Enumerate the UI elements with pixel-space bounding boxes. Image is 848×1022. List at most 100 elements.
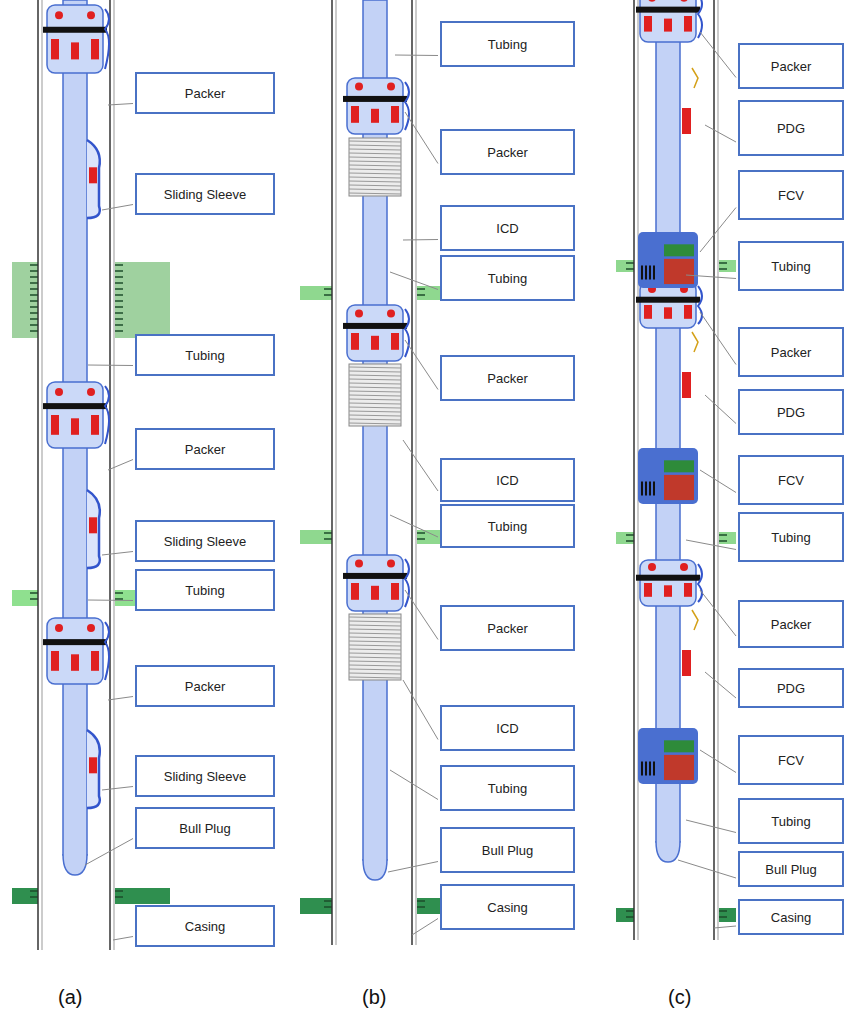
perforation: [115, 888, 170, 904]
sliding-sleeve: [87, 490, 100, 568]
part-name: Tubing: [185, 583, 224, 598]
leader-line: [686, 540, 736, 550]
leader-line: [700, 32, 736, 78]
sliding-sleeve: [87, 730, 100, 808]
perforation: [616, 260, 634, 272]
leader-line: [405, 590, 438, 640]
icd-screen: [349, 614, 401, 680]
part-name: ICD: [496, 473, 518, 488]
casing-wall: [331, 0, 333, 945]
part-name: Packer: [487, 621, 527, 636]
leader-line: [388, 862, 438, 873]
label-box: Bull Plug: [135, 807, 275, 849]
leader-line: [108, 460, 133, 471]
label-box: Packer: [135, 72, 275, 114]
label-box: Packer: [440, 129, 575, 175]
packer: [636, 282, 702, 328]
leader-line: [405, 112, 438, 164]
part-name: PDG: [777, 681, 805, 696]
flow-control-valve: [638, 448, 698, 504]
label-box: FCV: [738, 455, 844, 505]
label-box: Packer: [135, 428, 275, 470]
leader-line: [88, 600, 133, 602]
label-box: Packer: [440, 355, 575, 401]
leader-line: [412, 919, 438, 936]
label-box: Sliding Sleeve: [135, 755, 275, 797]
leader-line: [705, 395, 736, 424]
bull-plug: [363, 859, 387, 880]
leader-line: [686, 275, 736, 279]
perforation: [417, 898, 440, 914]
packer: [43, 618, 109, 684]
part-name: Packer: [185, 679, 225, 694]
label-box: FCV: [738, 735, 844, 785]
part-name: Tubing: [488, 519, 527, 534]
label-box: Tubing: [738, 798, 844, 844]
label-box: Packer: [135, 665, 275, 707]
label-box: Tubing: [738, 241, 844, 291]
part-name: Packer: [771, 59, 811, 74]
part-name: Casing: [771, 910, 811, 925]
part-name: Packer: [771, 345, 811, 360]
perforation: [300, 286, 332, 300]
part-name: Sliding Sleeve: [164, 769, 246, 784]
leader-line: [403, 680, 438, 740]
leader-line: [403, 440, 438, 491]
part-name: PDG: [777, 405, 805, 420]
part-name: Sliding Sleeve: [164, 187, 246, 202]
leader-line: [108, 104, 133, 106]
sliding-sleeve: [87, 140, 100, 218]
packer: [43, 382, 109, 448]
icd-screen: [349, 364, 401, 426]
label-box: Bull Plug: [440, 827, 575, 873]
label-box: Packer: [738, 600, 844, 648]
leader-line: [700, 470, 736, 493]
packer: [343, 555, 409, 611]
leader-line: [113, 937, 133, 941]
tubing: [656, 0, 680, 842]
label-box: Bull Plug: [738, 851, 844, 887]
part-name: Packer: [487, 145, 527, 160]
leader-line: [678, 860, 736, 878]
packer: [343, 305, 409, 361]
perforation: [719, 532, 736, 544]
label-box: Tubing: [440, 765, 575, 811]
label-box: PDG: [738, 668, 844, 708]
pressure-gauge: [682, 372, 691, 398]
well-schematic: [300, 0, 440, 945]
part-name: Tubing: [488, 271, 527, 286]
leader-line: [85, 839, 133, 866]
part-name: ICD: [496, 721, 518, 736]
leader-line: [102, 787, 133, 791]
part-name: ICD: [496, 221, 518, 236]
pressure-gauge: [682, 650, 691, 676]
part-name: Casing: [185, 919, 225, 934]
part-name: Casing: [487, 900, 527, 915]
packer: [43, 5, 109, 73]
part-name: Tubing: [185, 348, 224, 363]
label-box: Casing: [440, 884, 575, 930]
casing-wall: [37, 0, 39, 950]
leader-line: [390, 515, 438, 537]
label-box: Packer: [738, 43, 844, 89]
label-box: Tubing: [440, 21, 575, 67]
part-name: Bull Plug: [765, 862, 816, 877]
perforation: [115, 262, 170, 338]
leader-line: [705, 125, 736, 142]
label-box: Tubing: [135, 569, 275, 611]
label-box: Tubing: [440, 255, 575, 301]
label-box: Sliding Sleeve: [135, 520, 275, 562]
perforation: [12, 888, 38, 904]
leader-line: [700, 750, 736, 773]
leader-line: [102, 205, 133, 211]
label-box: PDG: [738, 389, 844, 435]
panel-label: (a): [58, 986, 82, 1009]
panel-label: (b): [362, 986, 386, 1009]
label-box: Tubing: [738, 512, 844, 562]
icd-screen: [349, 138, 401, 196]
label-box: Tubing: [135, 334, 275, 376]
part-name: Tubing: [771, 814, 810, 829]
